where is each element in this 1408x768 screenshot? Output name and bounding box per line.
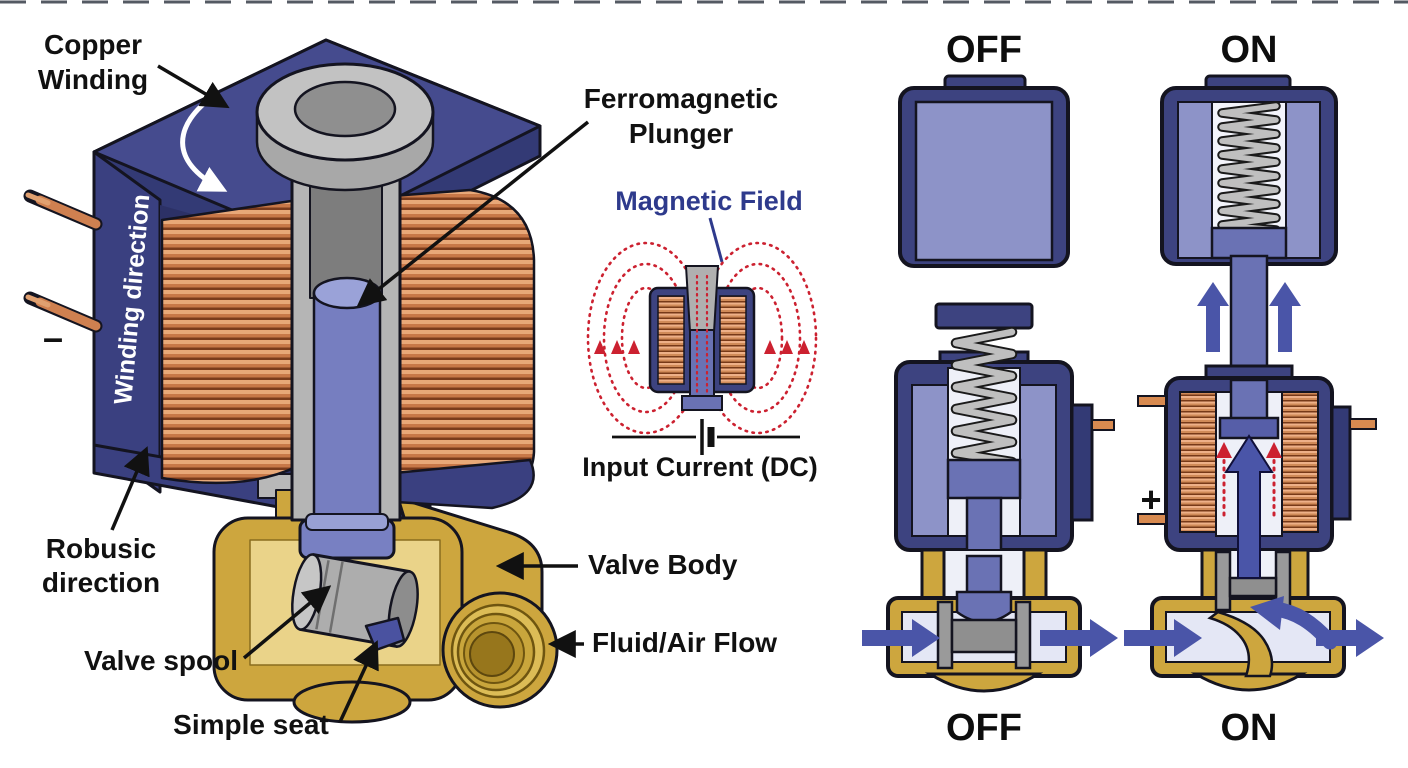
on-weir (1207, 610, 1274, 678)
copper-winding-label-1: Copper (44, 29, 142, 60)
main-cutaway-illustration: – Winding direction (23, 38, 559, 724)
copper-coil-right (378, 188, 536, 504)
ferromagnetic-label-2: Plunger (629, 118, 733, 149)
on-connector-block (1330, 405, 1352, 521)
off-title-top: OFF (946, 29, 1022, 71)
copper-winding-leader (157, 64, 230, 109)
off-plunger-block (946, 458, 1022, 500)
threaded-port (441, 591, 559, 709)
off-connector-block (1070, 403, 1094, 522)
field-arrows (594, 340, 810, 354)
magnetic-field-pointer (708, 217, 724, 263)
on-spring-compressed (1217, 101, 1281, 235)
magnetic-field-diagram: Magnetic Field (582, 186, 817, 482)
ferromagnetic-leader (356, 120, 590, 307)
off-spool-plate-right (1014, 600, 1032, 670)
on-outflow-arrow (1316, 619, 1384, 657)
on-inflow-arrow (1124, 619, 1202, 657)
on-coil-left (1179, 391, 1217, 533)
off-coil-box (898, 74, 1070, 268)
off-state-column: OFF (862, 29, 1118, 749)
on-lift-arrow-right (1269, 282, 1301, 352)
mini-plunger-top (684, 265, 720, 333)
main-diagram-labels: Copper Winding Ferromagnetic Plunger Rob… (38, 29, 778, 740)
on-label-bottom: ON (1221, 707, 1278, 749)
off-cap (934, 302, 1034, 330)
battery-symbol (612, 419, 800, 455)
housing-left-wall (92, 150, 162, 494)
on-coil-box (1160, 74, 1338, 266)
mini-core-flux-lines (695, 274, 709, 394)
on-state-column: ON (1124, 29, 1384, 749)
mini-coil-right (719, 295, 747, 385)
off-spring (950, 326, 1018, 468)
input-current-caption: Input Current (DC) (582, 452, 817, 482)
on-spool-plate-left (1214, 550, 1232, 612)
off-plunger-tip (955, 590, 1013, 624)
on-lift-arrow-left (1197, 282, 1229, 352)
minus-sign: – (43, 317, 63, 358)
ferromagnetic-plunger-part (298, 276, 396, 560)
simple-seat-leader (338, 640, 379, 723)
off-outflow-arrow (1040, 619, 1118, 657)
plus-sign: + (1140, 479, 1161, 520)
fluid-air-flow-label: Fluid/Air Flow (592, 627, 777, 658)
mini-coil-left (657, 295, 685, 385)
off-spool-bar (950, 618, 1018, 654)
robusic-label-2: direction (42, 567, 160, 598)
off-liner-right (1019, 384, 1057, 537)
coil-lead-wires (23, 189, 103, 333)
on-upflow-arrowhead (1250, 596, 1284, 630)
mini-plunger-foot (681, 395, 723, 411)
valve-body-label: Valve Body (588, 549, 738, 580)
off-valve-body (862, 548, 1118, 693)
valve-spool-label: Valve spool (84, 645, 238, 676)
copper-winding-label-2: Winding (38, 64, 148, 95)
simple-seat-label: Simple seat (173, 709, 329, 740)
on-terminal-pin-bottom (1137, 513, 1167, 525)
on-plunger-block (1210, 226, 1288, 260)
on-coil-right (1281, 391, 1319, 533)
off-inflow-arrow (862, 619, 940, 657)
on-title-top: ON (1221, 29, 1278, 71)
robusic-leader (110, 446, 150, 531)
mini-plunger-rod (689, 329, 715, 399)
robusic-label-1: Robusic (46, 533, 156, 564)
on-terminal-pin-right (1349, 418, 1377, 430)
mini-solenoid (648, 265, 756, 411)
off-liner-left (911, 384, 949, 537)
off-valve-assembly (894, 302, 1115, 610)
on-field-arrows (1216, 442, 1282, 517)
ferromagnetic-label-1: Ferromagnetic (584, 83, 779, 114)
on-spool-bar (1228, 576, 1278, 598)
valve-spool-leader (242, 585, 332, 660)
off-spool-plate-left (936, 600, 954, 670)
copper-coil-left (160, 198, 300, 485)
on-pull-arrow (1224, 434, 1274, 579)
off-label-bottom: OFF (946, 707, 1022, 749)
on-valve-body (1124, 548, 1384, 692)
on-terminal-pin-top (1137, 395, 1167, 407)
off-terminal-pin (1091, 419, 1115, 431)
magnetic-field-title: Magnetic Field (615, 186, 803, 216)
